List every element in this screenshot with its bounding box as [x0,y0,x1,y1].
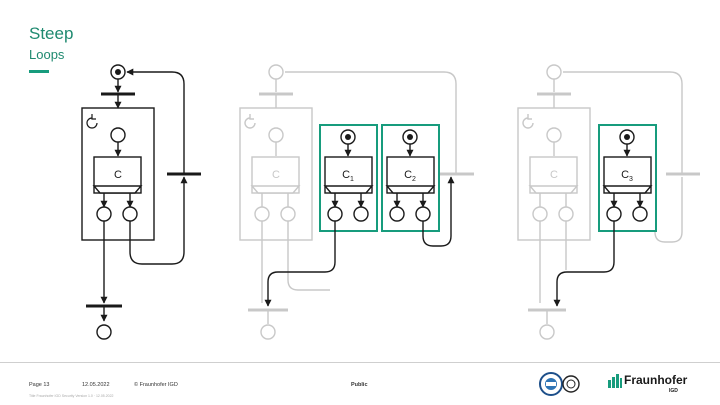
title-accent-bar [29,70,49,73]
start-token [115,69,121,75]
process-label-3: C [550,169,558,181]
footer-copyright: © Fraunhofer IGD [134,382,178,388]
panel-1 [81,64,201,340]
process-label-1: C [114,169,122,181]
footer-divider [0,362,720,363]
process-label-2: C [272,169,280,181]
fraunhofer-logo-text: Fraunhofer [624,373,688,387]
panel-2 [239,64,474,340]
loop-icon [86,114,98,129]
footer-small-print: Title Fraunhofer IGD Security Version 1.… [29,394,114,398]
footer-page: Page 13 [29,382,50,388]
certification-badge-1 [539,372,563,396]
slide-title: Steep [29,24,74,43]
end-place [96,324,112,340]
petri-net-diagram: C C C C1 C2 C3 [81,64,700,340]
fraunhofer-logo-institute: IGD [669,388,678,394]
subprocess-label-c1: C1 [342,169,354,183]
fraunhofer-logo-mark-icon [608,374,622,388]
subprocess-box-c2 [381,124,440,232]
process-box [81,107,155,241]
fraunhofer-logo: Fraunhofer IGD [608,373,692,395]
subprocess-label-c3: C3 [621,169,633,183]
subprocess-box-c1 [319,124,378,232]
subprocess-box-c3 [598,124,657,232]
panel-3 [517,64,700,340]
footer-classification: Public [351,382,368,388]
subprocess-label-c2: C2 [404,169,416,183]
certification-badge-2 [562,375,580,393]
footer-date: 12.05.2022 [82,382,110,388]
slide-subtitle: Loops [29,47,65,62]
